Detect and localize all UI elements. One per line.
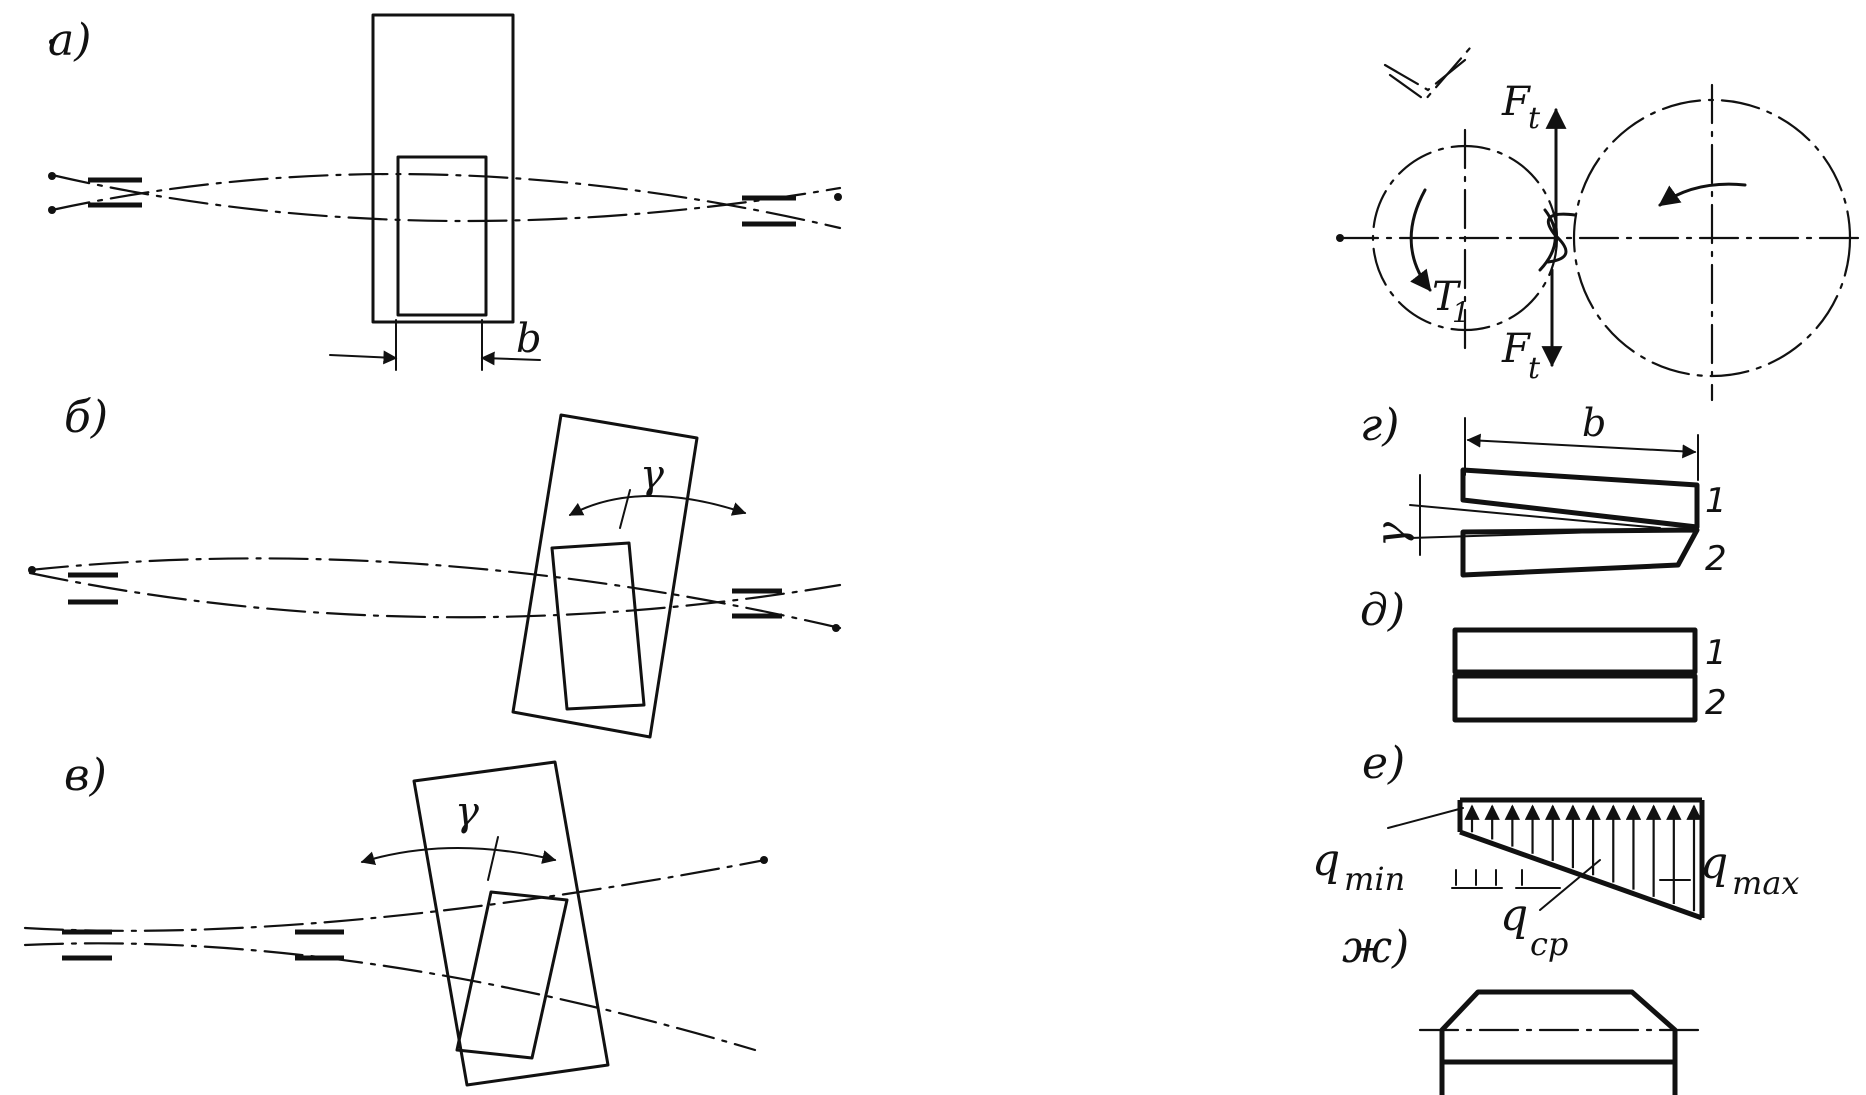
shaft-curve-upper xyxy=(23,858,767,932)
panel-b-label: б) xyxy=(64,392,108,443)
svg-text:t: t xyxy=(1528,101,1541,136)
shaft-curve-lower xyxy=(28,571,842,619)
part-2-label: 2 xyxy=(1705,683,1727,723)
shaft-curve-upper xyxy=(50,173,842,223)
gear-wheel-outline xyxy=(412,760,610,1087)
torque-label: T xyxy=(1432,274,1462,320)
width-label-b: b xyxy=(516,316,542,362)
angle-label-gamma: γ xyxy=(640,452,664,498)
panel-a: a) b xyxy=(48,13,842,371)
force-label-bottom: F xyxy=(1501,326,1531,372)
gear-pair-view: F t F t T 1 xyxy=(1336,46,1862,402)
wheel-1-section xyxy=(1452,627,1698,675)
wheel-1-section xyxy=(1460,467,1700,530)
svg-text:t: t xyxy=(1528,351,1541,386)
gear-wheel-outline xyxy=(511,413,699,739)
q-min-label: q xyxy=(1312,835,1340,886)
width-label-b: b xyxy=(1582,401,1606,445)
pinion-outline xyxy=(550,541,646,711)
svg-text:1: 1 xyxy=(1452,296,1470,329)
gear-section-lower xyxy=(1439,1059,1678,1095)
q-max-label: q xyxy=(1700,838,1728,889)
panel-e: е) q min q max q cp xyxy=(1312,738,1799,963)
part-2-label: 2 xyxy=(1705,539,1727,579)
svg-text:min: min xyxy=(1344,860,1405,898)
pinion-outline xyxy=(455,890,569,1060)
part-1-label: 1 xyxy=(1705,481,1727,521)
panel-g: г) b γ 1 2 xyxy=(1360,400,1727,579)
gear-section-upper xyxy=(1439,989,1678,1065)
pinion-outline xyxy=(396,155,488,317)
panel-e-label: е) xyxy=(1362,738,1405,789)
gear-wheel-outline xyxy=(371,13,515,324)
panel-v: в) γ xyxy=(23,750,768,1087)
svg-text:max: max xyxy=(1732,864,1799,902)
panel-a-label: a) xyxy=(48,15,91,66)
panel-v-label: в) xyxy=(64,750,107,801)
panel-g-label: г) xyxy=(1360,400,1399,451)
shaft-curve-lower xyxy=(23,942,757,1052)
panel-d-label: д) xyxy=(1360,585,1405,636)
wheel-2-section xyxy=(1452,673,1698,723)
load-arrows xyxy=(1464,804,1702,912)
panel-d: д) 1 2 xyxy=(1360,585,1727,723)
wheel-2-section xyxy=(1460,527,1700,578)
angle-label-gamma: γ xyxy=(1366,521,1415,547)
panel-zh: ж) xyxy=(1342,922,1702,1095)
q-cp-label: q xyxy=(1500,890,1528,941)
shaft-curve-lower xyxy=(50,172,842,230)
angle-label-gamma: γ xyxy=(455,789,479,835)
part-1-label: 1 xyxy=(1705,633,1727,673)
panel-b: б) γ xyxy=(28,392,842,739)
torque-arrow xyxy=(1409,188,1432,292)
rotation-arrow xyxy=(1658,182,1747,207)
dot-mark xyxy=(49,39,55,45)
svg-text:cp: cp xyxy=(1530,925,1568,963)
force-label-top: F xyxy=(1501,79,1531,125)
panel-zh-label: ж) xyxy=(1342,922,1409,973)
